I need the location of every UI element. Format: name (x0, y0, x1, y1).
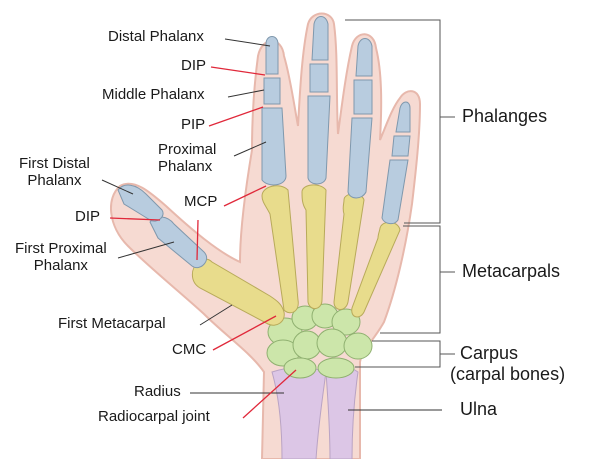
ulna-label: Ulna (460, 399, 497, 419)
distal-phalanx-label: Distal Phalanx (108, 29, 204, 46)
first-proximal-phalanx-label: First Proximal Phalanx (15, 241, 107, 275)
cmc-label: CMC (172, 342, 206, 359)
first-distal-phalanx-label: First Distal Phalanx (19, 156, 90, 190)
mcp-label: MCP (184, 194, 217, 211)
proximal-phalanx-label: Proximal Phalanx (158, 142, 216, 176)
radius-label: Radius (134, 384, 181, 401)
phalanges-label: Phalanges (462, 106, 547, 126)
forearm-bones (272, 368, 358, 459)
carpus-label: Carpus (460, 343, 518, 363)
pip-label: PIP (181, 117, 205, 134)
first-metacarpal-label: First Metacarpal (58, 316, 166, 333)
dip-thumb-label: DIP (75, 209, 100, 226)
radiocarpal-joint-label: Radiocarpal joint (98, 409, 210, 426)
carpal-bones-label: (carpal bones) (450, 364, 565, 384)
middle-phalanx-label: Middle Phalanx (102, 87, 205, 104)
metacarpals-label: Metacarpals (462, 261, 560, 281)
dip-label: DIP (181, 58, 206, 75)
